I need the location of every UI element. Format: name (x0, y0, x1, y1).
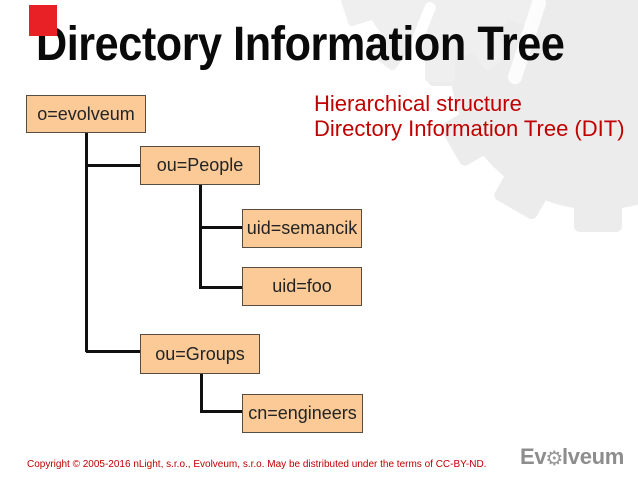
logo-gear-icon: ⚙ (545, 446, 563, 470)
copyright-text: Copyright © 2005-2016 nLight, s.r.o., Ev… (27, 459, 487, 470)
tree-node-uid-semancik: uid=semancik (242, 209, 362, 248)
gear-watermark-small-icon (341, 0, 539, 82)
connector-to-uid-semancik (199, 226, 243, 229)
evolveum-logo: Ev⚙lveum (520, 444, 624, 470)
annotation-text: Hierarchical structure Directory Informa… (314, 91, 625, 141)
connector-to-cn-engineers (200, 410, 243, 413)
tree-node-o-evolveum: o=evolveum (26, 95, 146, 133)
slide-title: Directory Information Tree (36, 18, 565, 71)
annotation-line-2: Directory Information Tree (DIT) (314, 115, 625, 141)
logo-text-pre: Ev (520, 444, 547, 469)
connector-to-ou-people (86, 164, 142, 167)
tree-node-cn-engineers: cn=engineers (242, 394, 363, 433)
connector-to-uid-foo (199, 286, 243, 289)
annotation-line-1: Hierarchical structure (314, 91, 522, 116)
connector-root-trunk (85, 132, 88, 352)
connector-to-ou-groups (86, 350, 142, 353)
tree-node-ou-groups: ou=Groups (140, 334, 260, 374)
tree-node-uid-foo: uid=foo (242, 267, 362, 306)
connector-people-trunk (199, 185, 202, 289)
logo-text-post: lveum (561, 444, 625, 469)
red-marker (29, 5, 57, 36)
connector-groups-trunk (200, 374, 203, 413)
tree-node-ou-people: ou=People (140, 146, 260, 185)
